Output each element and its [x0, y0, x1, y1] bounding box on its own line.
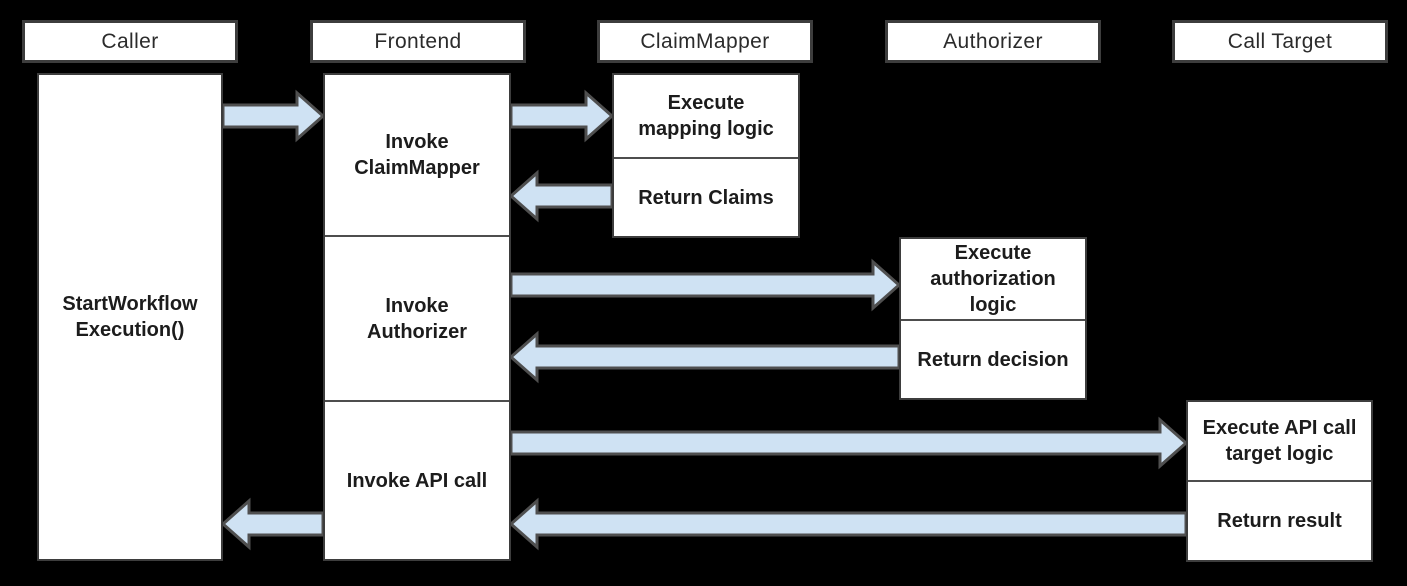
activation-box-authorizer: Execute authorization logic Return decis… [899, 237, 1087, 400]
lane-header-caller-label: Caller [101, 29, 159, 53]
arrow-claimmapper-return-claims [508, 169, 614, 223]
activation-box-caller: StartWorkflow Execution() [37, 73, 223, 561]
lane-header-calltarget: Call Target [1172, 20, 1388, 63]
arrow-frontend-return-to-caller [220, 497, 325, 551]
lane-header-authorizer: Authorizer [885, 20, 1101, 63]
lane-header-frontend-label: Frontend [374, 29, 462, 53]
activation-box-frontend: Invoke ClaimMapper Invoke Authorizer Inv… [323, 73, 511, 561]
step-invoke-api-call: Invoke API call [325, 400, 509, 559]
arrow-authorizer-return-decision [508, 330, 901, 384]
step-return-result: Return result [1188, 480, 1371, 560]
lane-header-authorizer-label: Authorizer [943, 29, 1043, 53]
step-execute-authorization-logic: Execute authorization logic [930, 242, 1056, 316]
arrow-frontend-to-calltarget [509, 416, 1189, 470]
step-return-decision: Return decision [901, 319, 1085, 398]
lane-header-claimmapper: ClaimMapper [597, 20, 813, 63]
step-return-claims: Return Claims [614, 157, 798, 236]
arrow-frontend-to-authorizer [509, 258, 902, 312]
step-execute-api-call-target-logic: Execute API call target logic [1202, 417, 1357, 465]
step-invoke-authorizer: Invoke Authorizer [325, 235, 509, 400]
lane-header-calltarget-label: Call Target [1227, 29, 1333, 53]
arrow-caller-to-frontend-start [221, 89, 326, 143]
step-startworkflowexecution: StartWorkflow Execution() [62, 293, 198, 341]
activation-box-claimmapper: Execute mapping logic Return Claims [612, 73, 800, 238]
lane-header-caller: Caller [22, 20, 238, 63]
step-execute-mapping-logic: Execute mapping logic [638, 92, 774, 140]
activation-box-calltarget: Execute API call target logic Return res… [1186, 400, 1373, 562]
arrow-calltarget-return-result [508, 497, 1188, 551]
step-invoke-claimmapper: Invoke ClaimMapper [354, 131, 480, 179]
lane-header-frontend: Frontend [310, 20, 526, 63]
arrow-frontend-to-claimmapper [509, 89, 615, 143]
lane-header-claimmapper-label: ClaimMapper [640, 29, 770, 53]
